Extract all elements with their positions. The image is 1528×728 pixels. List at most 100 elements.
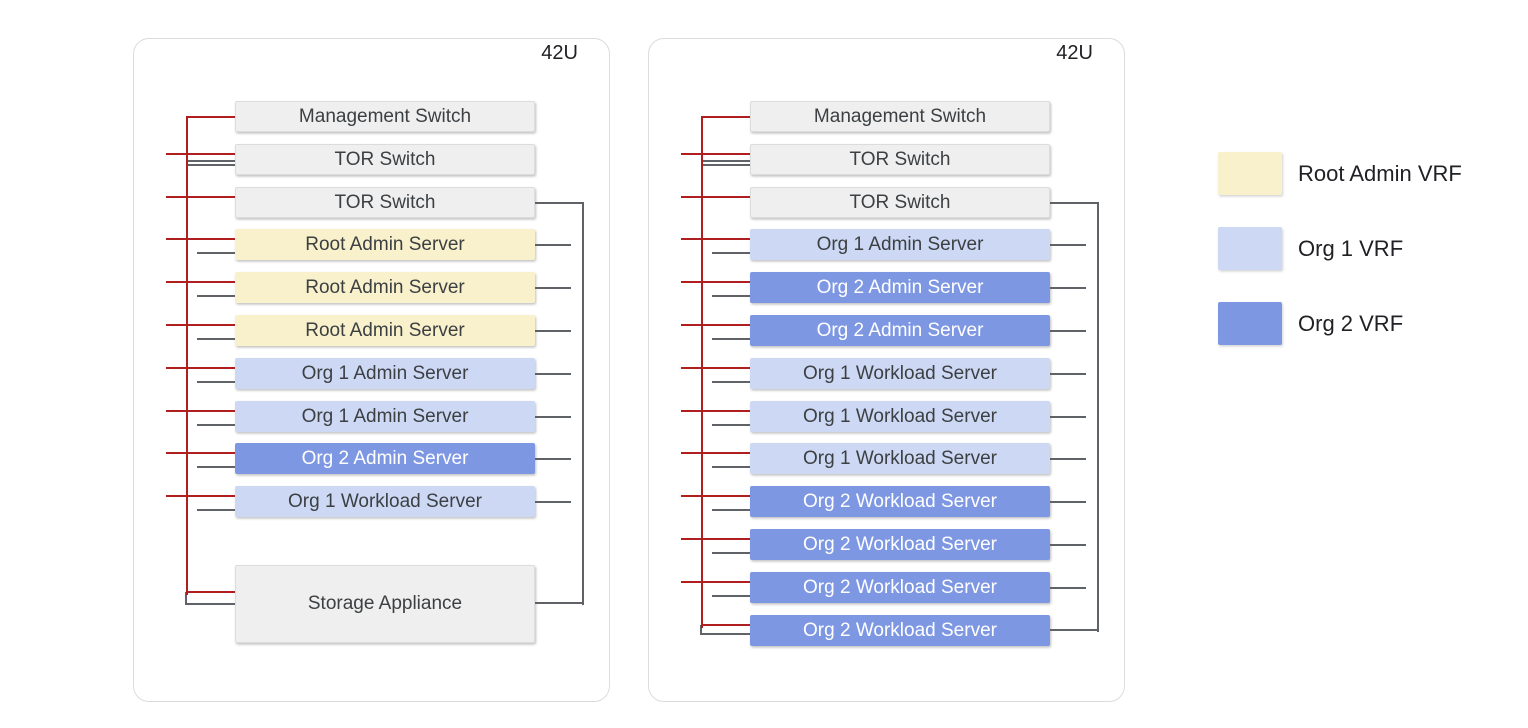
gray-hook-line [700, 633, 750, 635]
gray-link-stub [712, 381, 750, 383]
red-bus-line [186, 116, 188, 595]
gray-link-stub [1050, 458, 1086, 460]
node-tor-switch: TOR Switch [750, 144, 1050, 175]
gray-hook-line [700, 625, 702, 635]
node-root-admin-server: Root Admin Server [235, 315, 535, 346]
gray-bus-line [1097, 202, 1099, 632]
red-link-tick [166, 196, 235, 198]
legend-swatch-root-admin-vrf [1218, 152, 1282, 195]
red-link-tick [681, 410, 750, 412]
red-link-line [187, 116, 235, 118]
gray-double-link-line [703, 160, 750, 166]
red-link-tick [681, 324, 750, 326]
gray-link-stub [712, 338, 750, 340]
node-org-2-workload-server: Org 2 Workload Server [750, 572, 1050, 603]
gray-link-stub [712, 552, 750, 554]
node-root-admin-server: Root Admin Server [235, 229, 535, 260]
red-link-tick [166, 367, 235, 369]
node-org-1-admin-server: Org 1 Admin Server [235, 401, 535, 432]
red-link-tick [681, 238, 750, 240]
red-link-tick [681, 495, 750, 497]
red-link-tick [166, 281, 235, 283]
red-link-tick [681, 153, 750, 155]
gray-link-stub [712, 509, 750, 511]
red-link-line [187, 591, 235, 593]
node-tor-switch: TOR Switch [750, 187, 1050, 218]
node-management-switch: Management Switch [750, 101, 1050, 132]
gray-link-stub [197, 338, 235, 340]
red-link-tick [681, 538, 750, 540]
red-link-tick [681, 281, 750, 283]
gray-bus-line [582, 202, 584, 605]
rack-1-capacity-label: 42U [541, 42, 578, 64]
gray-link-stub [535, 287, 571, 289]
gray-link-line [1050, 202, 1099, 204]
gray-link-stub [535, 501, 571, 503]
node-org-1-admin-server: Org 1 Admin Server [750, 229, 1050, 260]
red-link-tick [166, 452, 235, 454]
node-org-1-workload-server: Org 1 Workload Server [750, 443, 1050, 474]
gray-hook-line [185, 592, 187, 605]
rack-2-capacity-label: 42U [1056, 42, 1093, 64]
red-bus-line [701, 116, 703, 628]
node-storage-appliance: Storage Appliance [235, 565, 535, 643]
node-org-2-admin-server: Org 2 Admin Server [750, 315, 1050, 346]
red-link-tick [166, 238, 235, 240]
red-link-tick [681, 196, 750, 198]
red-link-tick [166, 495, 235, 497]
gray-link-stub [535, 373, 571, 375]
gray-link-stub [1050, 544, 1086, 546]
gray-link-stub [712, 295, 750, 297]
gray-link-stub [1050, 287, 1086, 289]
node-org-2-workload-server: Org 2 Workload Server [750, 529, 1050, 560]
legend-label-org-2-vrf: Org 2 VRF [1298, 310, 1404, 336]
node-org-2-workload-server: Org 2 Workload Server [750, 486, 1050, 517]
red-link-tick [166, 324, 235, 326]
gray-link-stub [197, 295, 235, 297]
gray-link-stub [197, 509, 235, 511]
gray-link-stub [197, 381, 235, 383]
node-org-2-workload-server: Org 2 Workload Server [750, 615, 1050, 646]
legend-label-org-1-vrf: Org 1 VRF [1298, 235, 1404, 261]
red-link-tick [681, 581, 750, 583]
node-tor-switch: TOR Switch [235, 187, 535, 218]
legend-label-root-admin-vrf: Root Admin VRF [1298, 160, 1462, 186]
node-management-switch: Management Switch [235, 101, 535, 132]
gray-link-stub [535, 330, 571, 332]
gray-link-stub [1050, 373, 1086, 375]
gray-link-stub [712, 595, 750, 597]
gray-link-stub [535, 244, 571, 246]
gray-link-stub [197, 466, 235, 468]
gray-link-stub [535, 416, 571, 418]
legend-swatch-org-1-vrf [1218, 227, 1282, 270]
gray-link-stub [1050, 244, 1086, 246]
node-org-1-admin-server: Org 1 Admin Server [235, 358, 535, 389]
red-link-line [702, 624, 750, 626]
gray-link-line [535, 202, 584, 204]
gray-link-stub [712, 424, 750, 426]
gray-double-link-line [188, 160, 235, 166]
gray-link-stub [1050, 416, 1086, 418]
gray-link-line [1050, 629, 1099, 631]
gray-link-line [535, 602, 584, 604]
red-link-tick [166, 153, 235, 155]
gray-link-stub [197, 252, 235, 254]
red-link-tick [166, 410, 235, 412]
red-link-tick [681, 367, 750, 369]
red-link-line [702, 116, 750, 118]
node-root-admin-server: Root Admin Server [235, 272, 535, 303]
node-org-2-admin-server: Org 2 Admin Server [235, 443, 535, 474]
gray-link-stub [1050, 587, 1086, 589]
gray-link-stub [197, 424, 235, 426]
legend-swatch-org-2-vrf [1218, 302, 1282, 345]
gray-link-stub [1050, 501, 1086, 503]
node-tor-switch: TOR Switch [235, 144, 535, 175]
node-org-2-admin-server: Org 2 Admin Server [750, 272, 1050, 303]
node-org-1-workload-server: Org 1 Workload Server [750, 401, 1050, 432]
gray-link-stub [712, 466, 750, 468]
node-org-1-workload-server: Org 1 Workload Server [750, 358, 1050, 389]
node-org-1-workload-server: Org 1 Workload Server [235, 486, 535, 517]
red-link-tick [681, 452, 750, 454]
gray-link-stub [535, 458, 571, 460]
